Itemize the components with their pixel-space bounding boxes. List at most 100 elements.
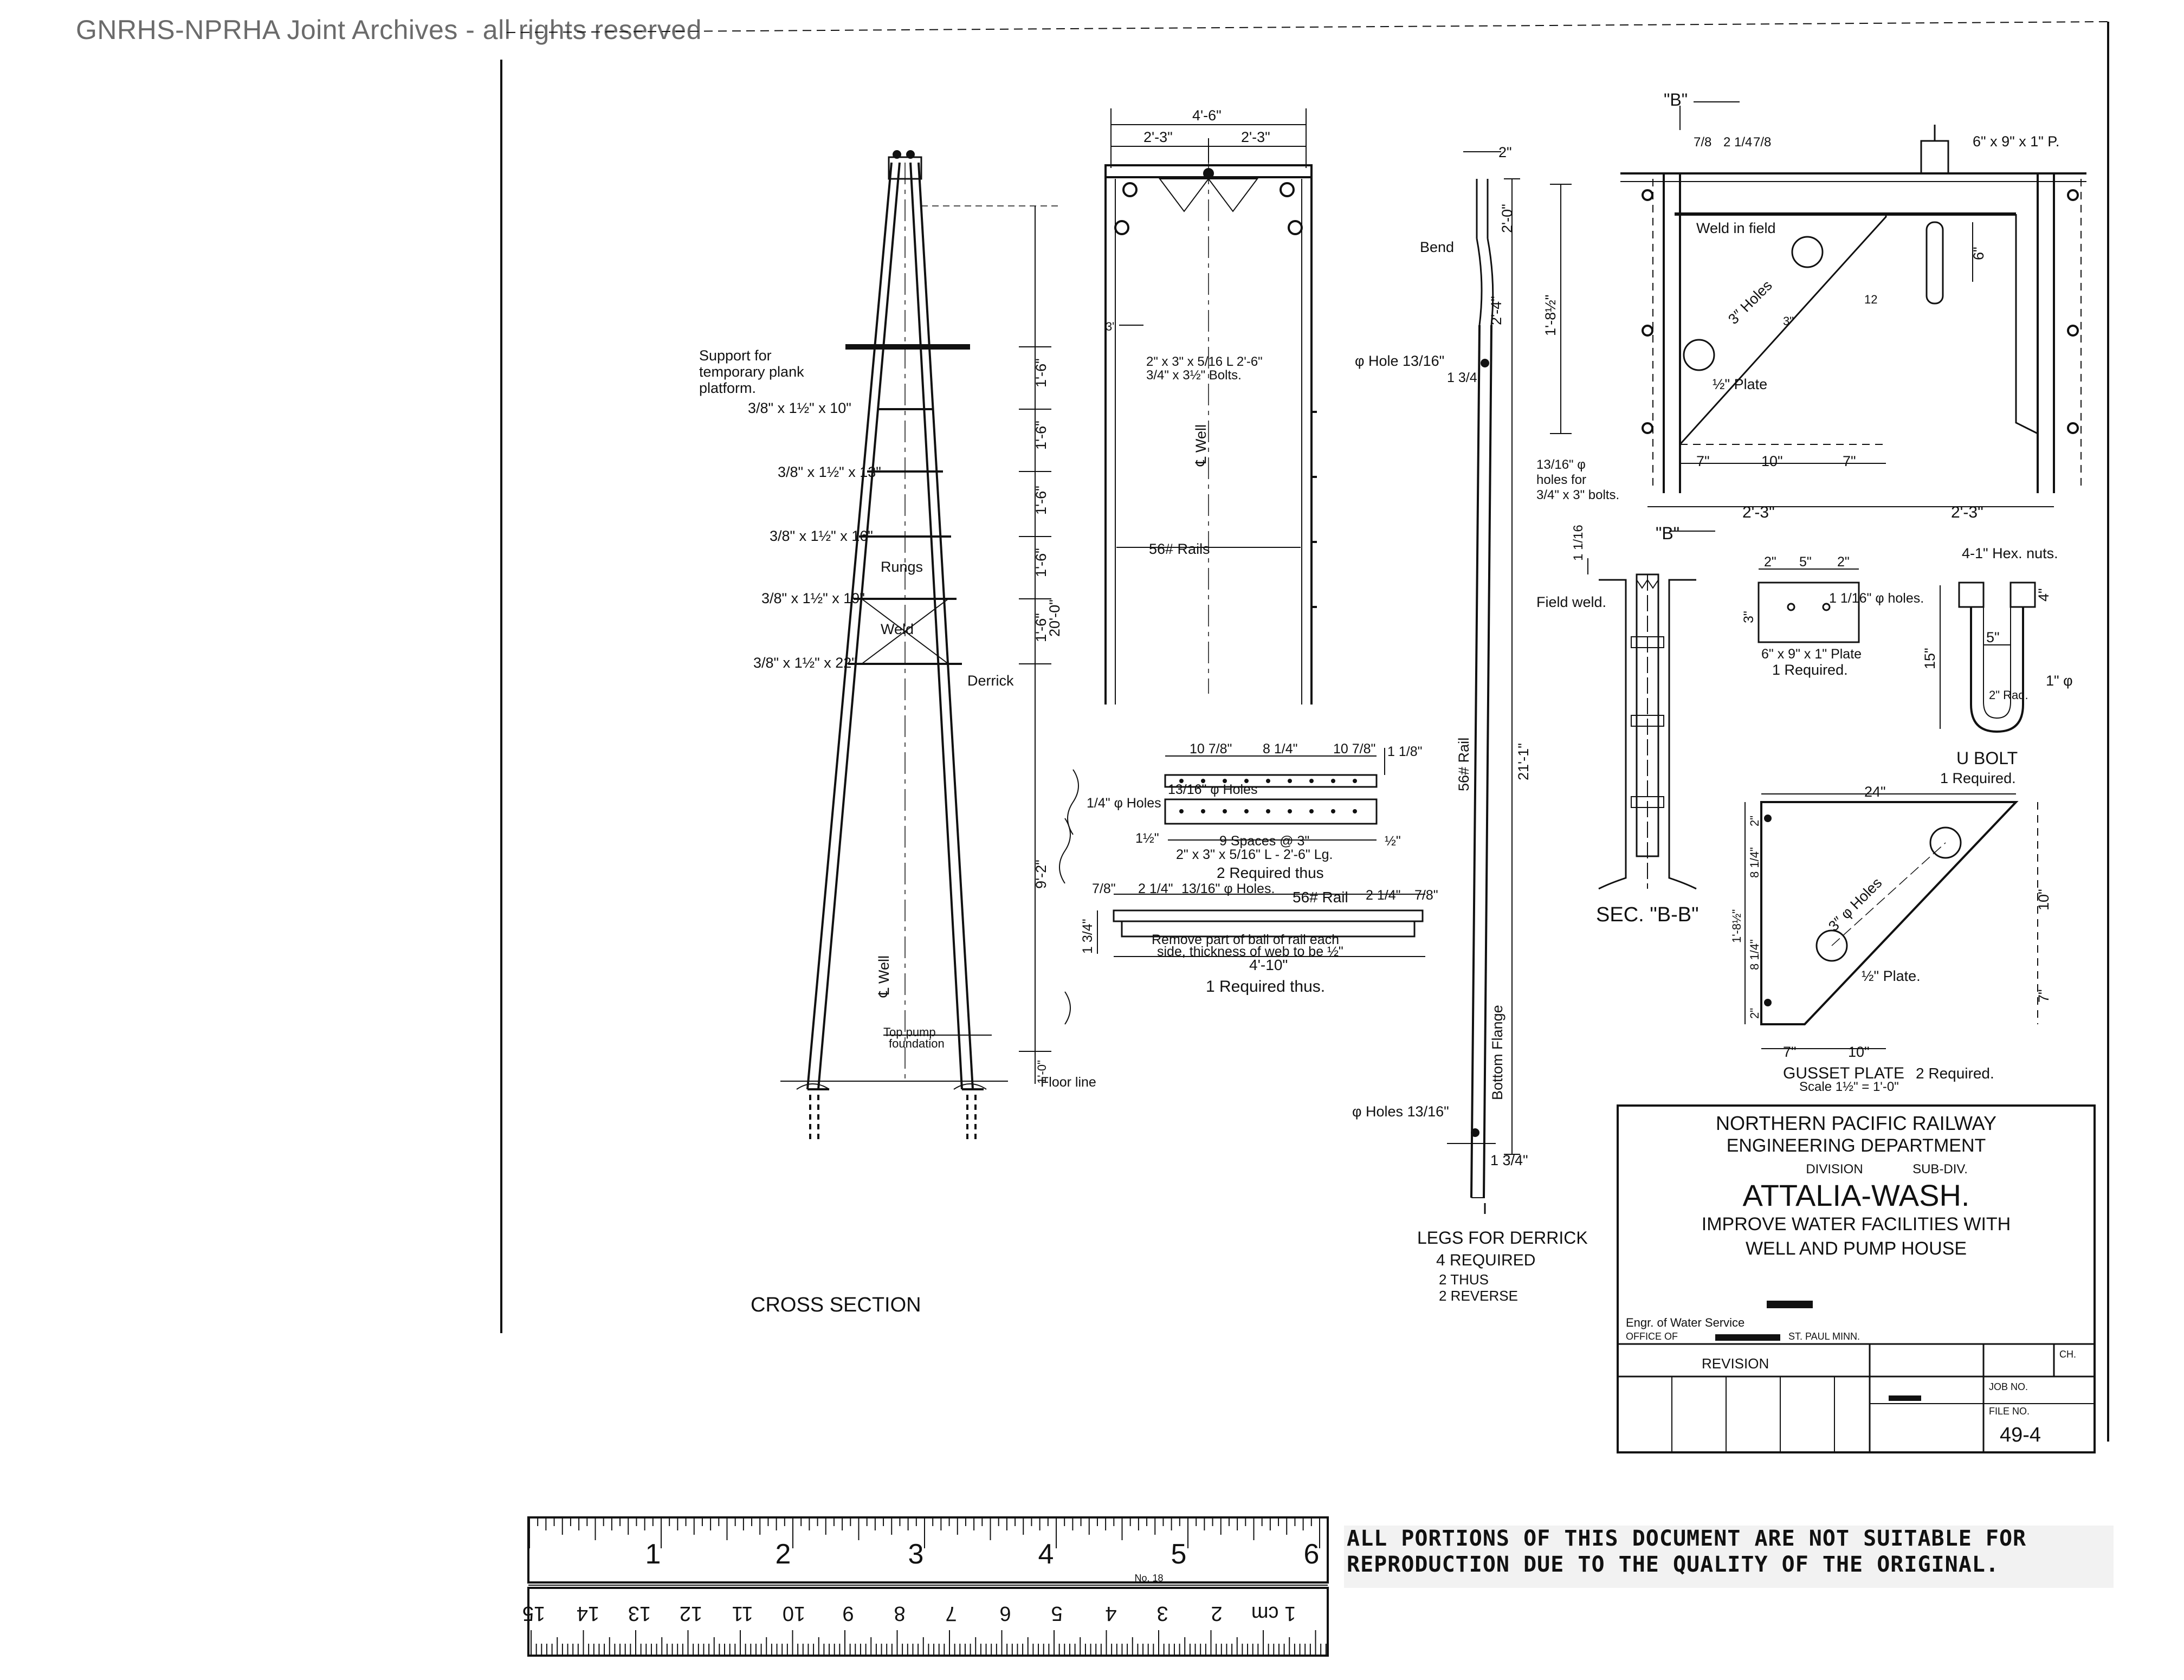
spacing-dim-3: 1'-6" xyxy=(1033,486,1049,515)
top-detail-labels: "B" 6" x 9" x 1" P. 7/8 2 1/4 7/8 Weld i… xyxy=(1536,90,2059,543)
u-bolt xyxy=(1940,581,2036,733)
inch-1: 1 xyxy=(645,1539,661,1570)
legs-dim-24: 2'-4" xyxy=(1488,296,1504,325)
description-line-1: IMPROVE WATER FACILITIES WITH xyxy=(1702,1214,2011,1235)
rung-label-5: 3/8" x 1½" x 22" xyxy=(753,655,857,671)
rail-detail xyxy=(1097,894,1425,957)
plate-required: 1 Required. xyxy=(1772,662,1848,678)
inch-6: 6 xyxy=(1304,1539,1320,1570)
gusset-dim-left-2: 8 1/4" xyxy=(1748,847,1761,878)
u-bolt-dim-4: 4" xyxy=(2036,588,2052,602)
u-bolt-title: U BOLT xyxy=(1956,748,2018,768)
derrick-well-label: ℄ Well xyxy=(876,955,892,998)
legs-hole-label: φ Hole 13/16" xyxy=(1355,353,1444,369)
rail-length: 4'-10" xyxy=(1249,957,1288,973)
rung-label-4: 3/8" x 1½" x 19" xyxy=(761,590,865,606)
rail-required: 1 Required thus. xyxy=(1206,978,1325,996)
plate-dim-3: 2" xyxy=(1837,554,1850,570)
rail-detail-labels: 7/8" 2 1/4" 13/16" φ Holes. 56# Rail 2 1… xyxy=(1080,881,1438,996)
legs-req-1: 4 REQUIRED xyxy=(1436,1251,1535,1269)
ruler-maker: No. 18 xyxy=(1134,1573,1163,1584)
rail-dim-top-3: 2 1/4" xyxy=(1366,888,1400,903)
reproduction-warning: ALL PORTIONS OF THIS DOCUMENT ARE NOT SU… xyxy=(1344,1526,2114,1588)
cm-1: 1 cm xyxy=(1251,1602,1296,1625)
gusset-dim-left-1: 2" xyxy=(1748,816,1761,826)
top-width-left: 2'-3" xyxy=(1742,503,1775,521)
gusset-title: GUSSET PLATE xyxy=(1783,1064,1904,1082)
angle-spec: 2" x 3" x 5/16" L - 2'-6" Lg. xyxy=(1176,847,1333,862)
dim-9-ft: 9'-2" xyxy=(1033,860,1049,889)
warning-text: ALL PORTIONS OF THIS DOCUMENT ARE NOT SU… xyxy=(1347,1526,2027,1577)
angle-dim-right: 1 1/8" xyxy=(1387,744,1422,759)
cm-4: 4 xyxy=(1105,1602,1116,1625)
rail-label: 56# Rail xyxy=(1293,889,1348,906)
ruler-inch-labels: 1 2 3 4 5 6 No. 18 xyxy=(645,1539,1320,1584)
rung-label-2: 3/8" x 1½" x 13" xyxy=(778,464,881,480)
location-title: ATTALIA-WASH. xyxy=(1743,1178,1970,1212)
top-holes-label: 3″ Holes xyxy=(1725,277,1775,328)
cross-section-label: CROSS SECTION xyxy=(751,1294,921,1316)
inch-3: 3 xyxy=(908,1539,924,1570)
description-line-2: WELL AND PUMP HOUSE xyxy=(1746,1238,1967,1259)
rails-label: 56# Rails xyxy=(1149,541,1210,557)
gusset-dim-left-4: 2" xyxy=(1748,1008,1761,1019)
bend-label: Bend xyxy=(1420,239,1454,255)
rail-dim-top-2: 2 1/4" xyxy=(1138,881,1173,896)
gusset-holes: 3″ φ Holes xyxy=(1825,875,1885,934)
rail-note-1: Remove part of ball of rail each xyxy=(1152,932,1339,947)
bolt-holes-3: 3/4" x 3" bolts. xyxy=(1536,488,1619,502)
ch-label: CH. xyxy=(2059,1349,2076,1360)
cm-11: 11 xyxy=(732,1602,753,1625)
weld-in-field: Weld in field xyxy=(1696,220,1776,236)
u-bolt-dim-15: 15" xyxy=(1922,648,1938,669)
gusset-dim-7: 7" xyxy=(2036,989,2052,1003)
ruler-ticks xyxy=(529,1519,1327,1655)
gusset-labels: 24" 10" 7" 7" 10" 2" 8 1/4" 8 1/4" 2" 1'… xyxy=(1730,784,2052,1094)
top-detail xyxy=(1550,101,2086,532)
spacing-dim-5: 1'-6" xyxy=(1033,613,1049,642)
section-bb xyxy=(1587,558,1697,890)
field-weld-label: Field weld. xyxy=(1536,594,1606,610)
gusset-dim-10: 10" xyxy=(2036,889,2052,910)
legs-view xyxy=(1447,151,1520,1214)
cm-12: 12 xyxy=(680,1602,702,1625)
bb-dim: 1 1/16 xyxy=(1571,525,1586,561)
front-view xyxy=(1104,108,1317,705)
subdiv-label: SUB-DIV. xyxy=(1912,1162,1968,1177)
top-dim-3: 3" xyxy=(1783,314,1794,328)
plate-holes: 1 1/16" φ holes. xyxy=(1829,591,1924,606)
bolt-holes-2: holes for xyxy=(1536,473,1586,487)
cm-2: 2 xyxy=(1211,1602,1222,1625)
angle-holes-14: 1/4" φ Holes xyxy=(1087,796,1161,811)
ruler-cm-labels: 15 14 13 12 11 10 9 8 7 6 5 4 3 2 1 cm xyxy=(522,1602,1296,1625)
inch-5: 5 xyxy=(1171,1539,1187,1570)
top-dim-b: 2 1/4 xyxy=(1723,135,1752,150)
front-view-labels: 4'-6" 2'-3" 2'-3" 3" 2" x 3" x 5/16 L 2'… xyxy=(1106,107,1270,557)
city-label: ST. PAUL MINN. xyxy=(1788,1331,1860,1342)
gusset-required: 2 Required. xyxy=(1916,1065,1994,1082)
engineer-label: Engr. of Water Service xyxy=(1626,1316,1744,1329)
title-block xyxy=(1617,1104,2096,1453)
title-block-small-text: Engr. of Water Service OFFICE OF ST. PAU… xyxy=(1626,1316,2076,1446)
legs-dim-20: 2'-0" xyxy=(1499,204,1515,233)
bolt-holes-1: 13/16" φ xyxy=(1536,457,1586,472)
rail-holes: 13/16" φ Holes. xyxy=(1181,881,1275,896)
file-no-label: FILE NO. xyxy=(1989,1406,2030,1417)
u-bolt-dim-5: 5" xyxy=(1986,629,2000,645)
legs-dim-21: 21'-1" xyxy=(1515,743,1532,780)
plate-title: 6" x 9" x 1" Plate xyxy=(1761,647,1862,662)
plate-dim-1: 2" xyxy=(1764,554,1776,570)
top-dim-c: 7/8 xyxy=(1753,135,1771,150)
top-dim-a: 7/8 xyxy=(1694,135,1711,150)
legs-dim-top: 2" xyxy=(1498,144,1512,160)
gusset-dim-24: 24" xyxy=(1864,784,1886,800)
gusset-dim-185: 1'-8½" xyxy=(1730,909,1743,943)
legs-rail-label: 56# Rail xyxy=(1456,738,1472,791)
rung-label-3: 3/8" x 1½" x 16" xyxy=(770,528,873,544)
top-dim-bottom-1: 7" xyxy=(1696,453,1710,469)
section-bb-label: SEC. "B-B" xyxy=(1596,903,1699,926)
rail-dim-top-4: 7/8" xyxy=(1414,888,1438,903)
legs-dim-134: 1 3/4 xyxy=(1447,370,1477,385)
u-bolt-rad: 2" Rad. xyxy=(1989,688,2028,702)
